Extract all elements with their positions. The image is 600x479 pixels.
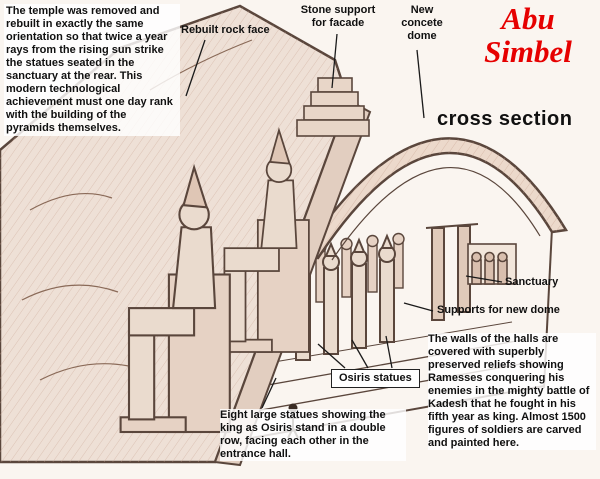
sanctuary-structure [467,243,517,285]
osiris-statues-label: Osiris statues [331,369,420,388]
rebuilt-rock-face-label: Rebuilt rock face [181,24,270,36]
sanctuary-label: Sanctuary [505,276,559,288]
new-dome-label: New concete dome [401,4,443,42]
supports-for-dome-label: Supports for new dome [437,304,560,316]
walls-reliefs-paragraph: The walls of the halls are covered with … [428,333,596,450]
leader-lines [185,33,503,409]
page-title-word2: Simbel [484,34,572,70]
page-title-word1: Abu [501,1,555,36]
page-title: Abu Simbel [462,2,594,68]
dome-support-columns [425,223,479,321]
intro-paragraph: The temple was removed and rebuilt in ex… [4,4,180,136]
dome-arc [299,137,569,261]
cross-section-subtitle: cross section [437,108,573,130]
stone-support-structure [296,77,370,137]
statues-caption-paragraph: Eight large statues showing the king as … [220,409,406,461]
stone-support-label: Stone support for facade [300,4,376,29]
